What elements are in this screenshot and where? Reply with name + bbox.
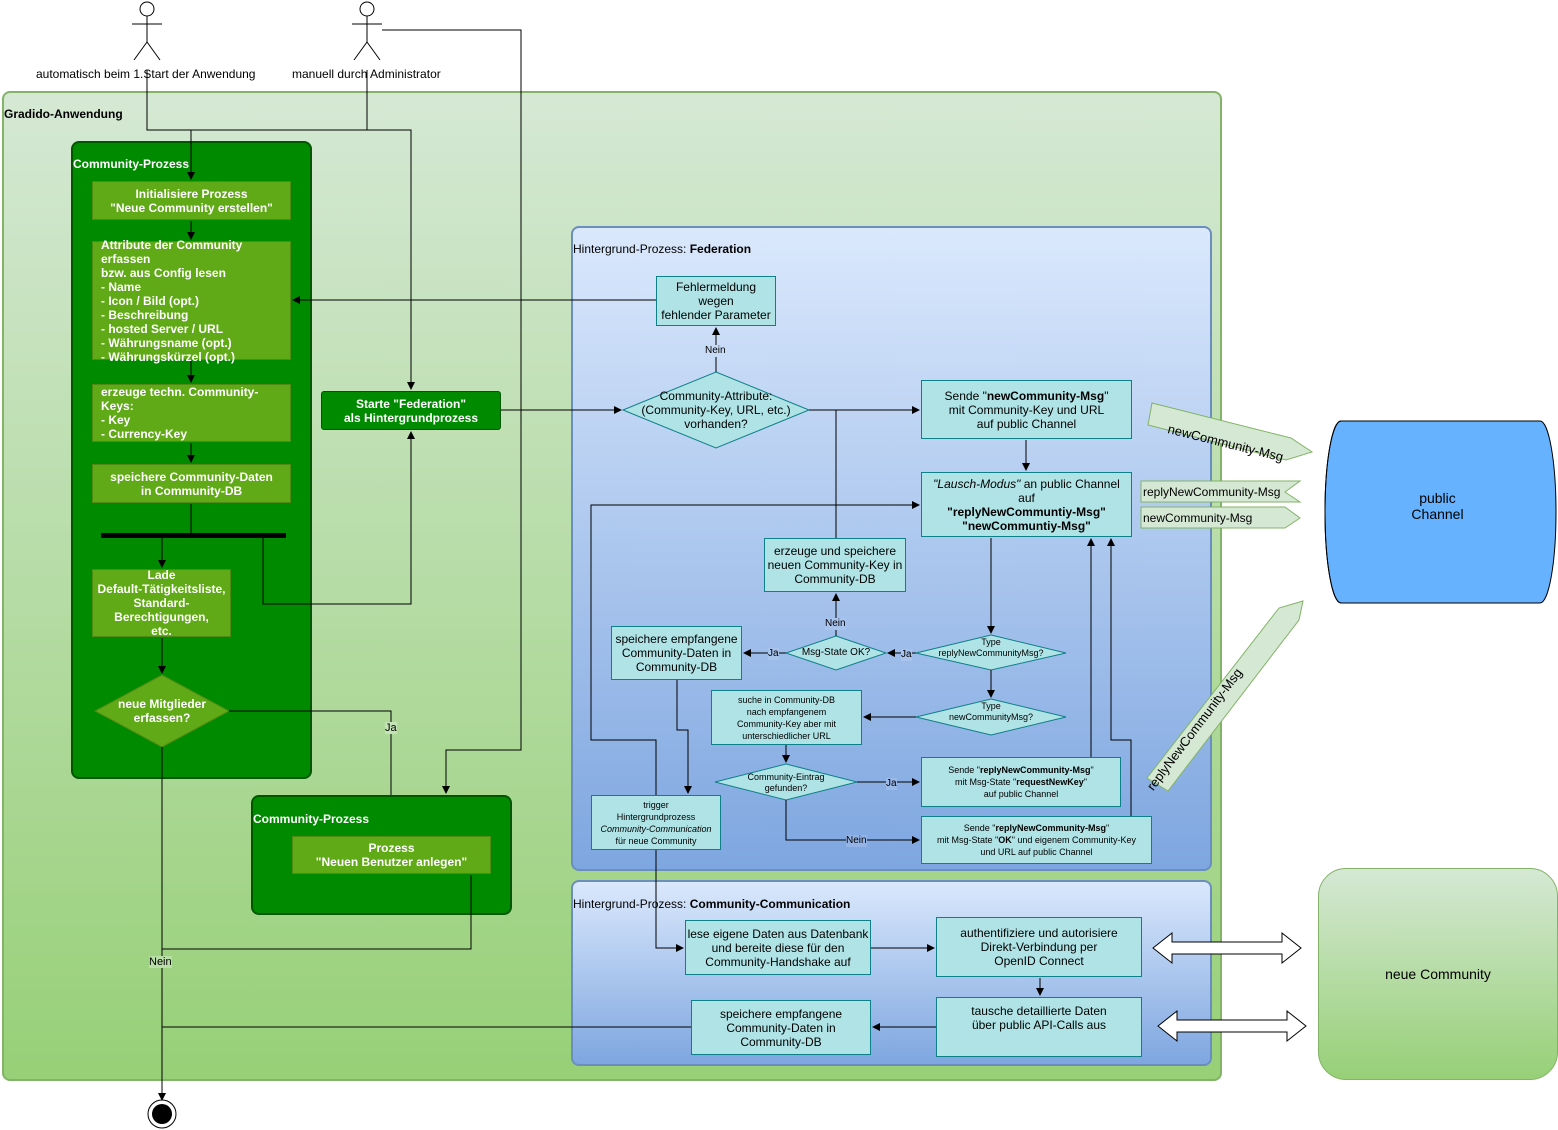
fork-bar [101,533,286,538]
send-reply-request-node[interactable]: Sende "replyNewCommunity-Msg" mit Msg-St… [921,757,1121,807]
entry-no-label: Nein [846,835,867,847]
error-node[interactable]: Fehlermeldung wegen fehlender Parameter [656,276,776,326]
init-process-node[interactable]: Initialisiere Prozess "Neue Community er… [92,181,291,220]
attributes-node[interactable]: Attribute der Community erfassen bzw. au… [92,238,291,364]
user-process-title: Community-Prozess [253,812,370,826]
keys-node[interactable]: erzeuge techn. Community-Keys: - Key - C… [92,384,291,442]
listen-mode-node[interactable]: "Lausch-Modus" an public Channel auf "re… [921,472,1132,537]
msg-state-yes-label: Ja [768,648,779,660]
flag-newcommunity-in: newCommunity-Msg [1143,511,1253,525]
community-process-title: Community-Prozess [73,157,190,171]
save-community-node[interactable]: speichere Community-Daten in Community-D… [92,464,291,503]
msg-state-no-label: Nein [825,618,846,630]
save-received-node[interactable]: speichere empfangene Community-Daten in … [611,626,742,680]
exchange-data-node[interactable]: tausche detaillierte Daten über public A… [936,997,1142,1057]
send-newcommunity-node[interactable]: Sende "newCommunity-Msg" mit Community-K… [921,380,1132,439]
members-yes-label: Ja [385,722,397,734]
type-new-label[interactable]: Type newCommunityMsg? [948,701,1034,722]
search-db-node[interactable]: suche in Community-DB nach empfangenem C… [711,690,862,745]
save-received-comm-node[interactable]: speichere empfangene Community-Daten in … [691,1000,871,1055]
trigger-communication-node[interactable]: trigger Hintergrundprozess Community-Com… [591,795,721,850]
msg-state-label[interactable]: Msg-State OK? [801,647,871,658]
members-decision-label[interactable]: neue Mitglieder erfassen? [117,697,206,725]
attr-decision-label[interactable]: Community-Attribute: (Community-Key, URL… [641,389,791,431]
flag-reply-in: replyNewCommunity-Msg [1143,485,1281,499]
read-own-data-node[interactable]: lese eigene Daten aus Datenbank und bere… [685,920,871,975]
gradido-app-title: Gradido-Anwendung [4,107,123,121]
actor-manual-label: manuell durch Administrator [292,67,441,81]
members-no-label: Nein [149,956,172,968]
new-user-node[interactable]: Prozess "Neuen Benutzer anlegen" [292,836,491,874]
attr-no-label: Nein [705,345,726,357]
new-community-node[interactable]: neue Community [1318,868,1558,1080]
generate-key-node[interactable]: erzeuge und speichere neuen Community-Ke… [764,538,906,592]
send-reply-ok-node[interactable]: Sende "replyNewCommunity-Msg" mit Msg-St… [921,816,1152,864]
type-reply-yes-label: Ja [901,649,912,661]
authenticate-node[interactable]: authentifiziere und autorisiere Direkt-V… [936,917,1142,977]
federation-title: Hintergrund-Prozess: Federation [573,242,752,256]
entry-yes-label: Ja [886,778,897,790]
communication-title: Hintergrund-Prozess: Community-Communica… [573,897,851,911]
actor-auto-label: automatisch beim 1.Start der Anwendung [36,67,256,81]
start-federation-node[interactable]: Starte "Federation" als Hintergrundproze… [321,391,501,430]
public-channel-label[interactable]: public Channel [1411,490,1464,522]
entry-found-label[interactable]: Community-Eintrag gefunden? [747,772,825,793]
load-defaults-node[interactable]: Lade Default-Tätigkeitsliste, Standard-B… [92,568,231,638]
type-reply-label[interactable]: Type replyNewCommunityMsg? [938,637,1044,658]
